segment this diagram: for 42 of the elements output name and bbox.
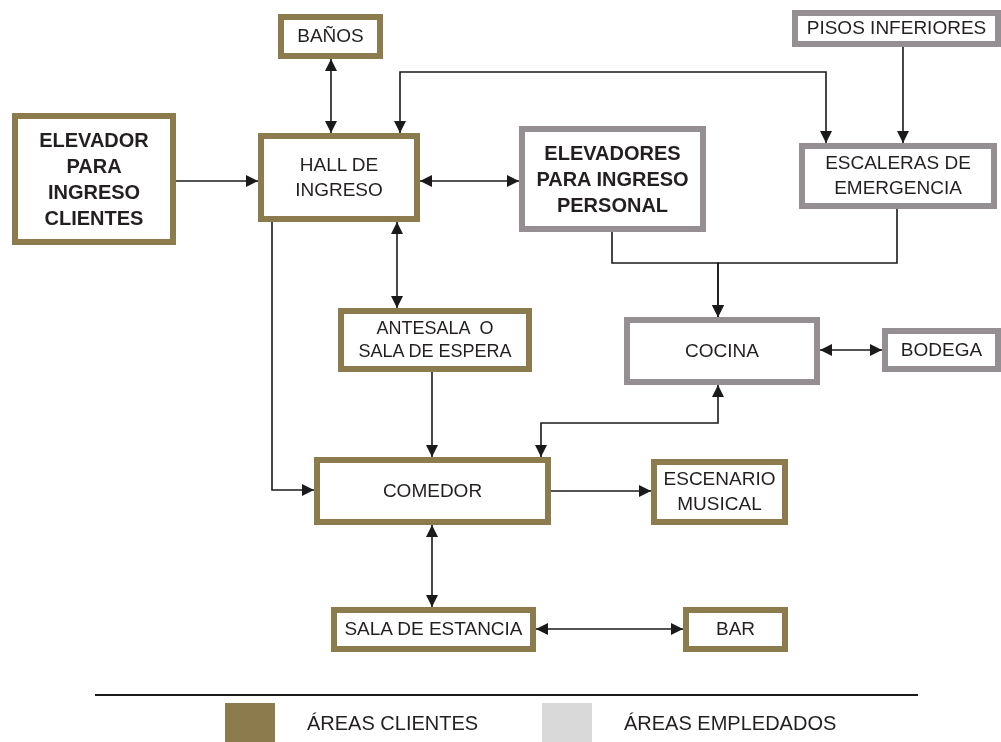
arrow <box>535 623 684 635</box>
area-box <box>338 308 532 372</box>
area-label: SALA DE ESTANCIA <box>344 617 523 642</box>
arrow <box>819 344 883 356</box>
arrow <box>325 58 337 134</box>
area-label: COCINA <box>685 338 759 363</box>
area-label: ANTESALA O SALA DE ESPERA <box>357 316 513 363</box>
area-box <box>331 607 536 652</box>
area-label: BAÑOS <box>297 24 364 49</box>
legend-label: ÁREAS CLIENTES <box>307 711 479 735</box>
arrow <box>535 384 724 458</box>
area-box <box>882 328 1001 372</box>
arrow <box>271 221 315 496</box>
area-box <box>258 133 420 222</box>
area-label: ESCALERAS DE EMERGENCIA <box>824 151 972 200</box>
area-box <box>792 10 1001 47</box>
arrow <box>712 208 898 318</box>
area-box <box>12 113 176 245</box>
area-label: COMEDOR <box>382 478 483 503</box>
arrow <box>394 71 832 144</box>
area-label: ESCENARIO MUSICAL <box>662 467 777 516</box>
legend-label: ÁREAS EMPLEDADOS <box>624 711 837 735</box>
arrow <box>426 524 438 608</box>
area-label: ELEVADORES PARA INGRESO PERSONAL <box>535 141 690 218</box>
arrow <box>175 175 259 187</box>
area-box <box>278 14 383 59</box>
arrow <box>897 46 909 144</box>
area-box <box>314 457 551 525</box>
area-box <box>799 143 997 209</box>
area-label: BAR <box>715 617 756 642</box>
area-label: ELEVADOR PARA INGRESO CLIENTES <box>38 128 150 231</box>
arrow <box>419 175 520 187</box>
arrow <box>550 485 652 497</box>
area-label: HALL DE INGRESO <box>294 152 384 202</box>
area-box <box>683 607 788 652</box>
arrow <box>426 371 438 458</box>
area-label: BODEGA <box>900 337 983 362</box>
area-box <box>519 126 706 232</box>
area-label: PISOS INFERIORES <box>806 16 987 41</box>
area-box <box>651 459 788 525</box>
arrow <box>391 221 403 309</box>
area-box <box>624 317 820 385</box>
